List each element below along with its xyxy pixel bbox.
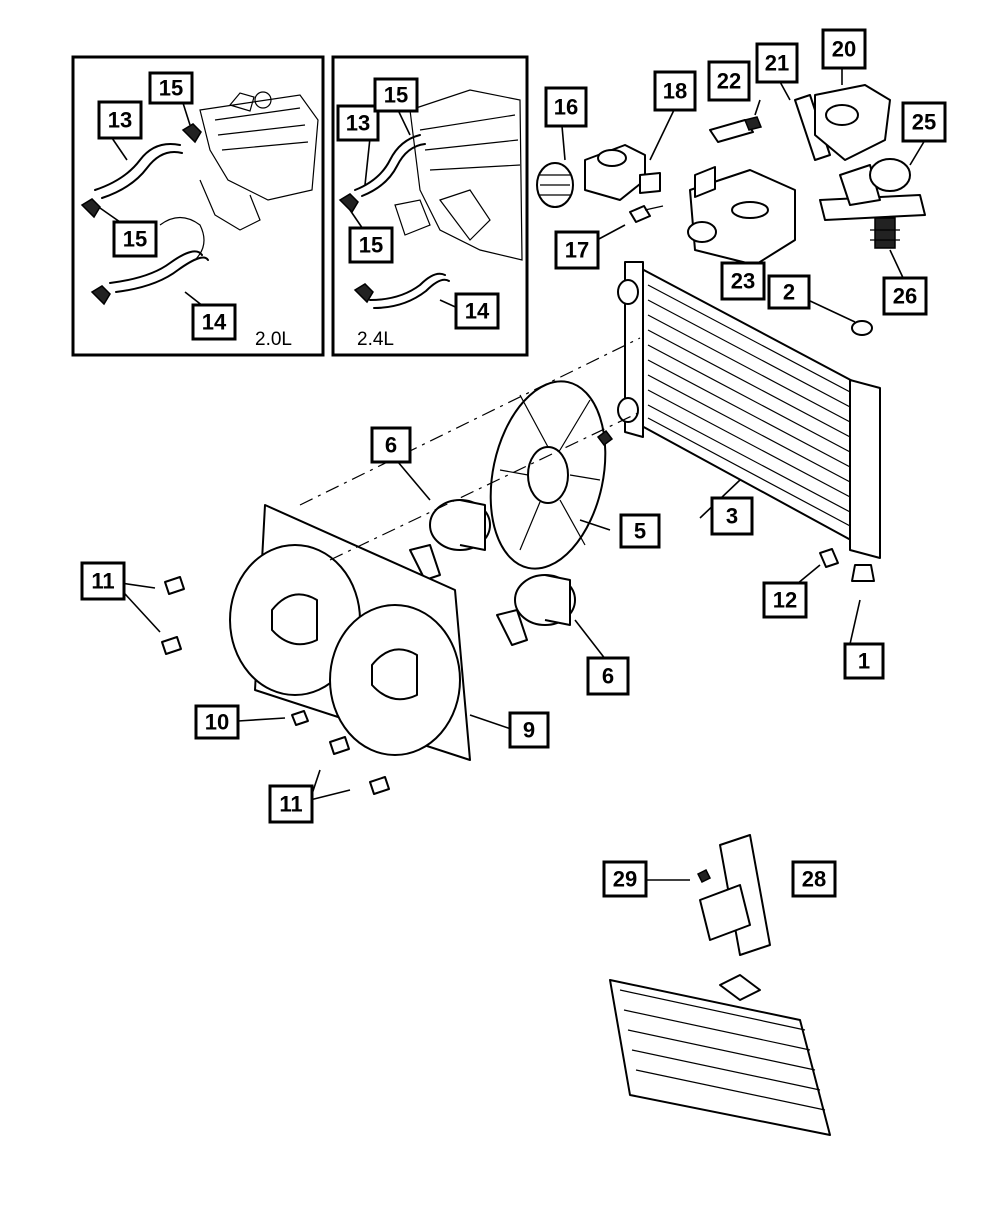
svg-text:23: 23 <box>731 269 755 294</box>
svg-text:17: 17 <box>565 238 589 263</box>
part-label-6: 6 <box>586 656 630 696</box>
svg-text:25: 25 <box>912 110 936 135</box>
part-label-13: 13 <box>97 100 143 140</box>
thermostat-housing-parts <box>536 84 926 336</box>
svg-text:13: 13 <box>346 111 370 136</box>
fan-assembly <box>409 380 614 646</box>
svg-text:15: 15 <box>123 227 147 252</box>
part-label-3: 3 <box>710 496 754 536</box>
part-label-18: 18 <box>653 70 697 112</box>
part-label-23: 23 <box>720 261 766 301</box>
svg-text:28: 28 <box>802 867 826 892</box>
inset-engine-label: 2.0L <box>255 329 292 350</box>
inset-2-0l: 2.0L <box>71 55 325 357</box>
inset-engine-label: 2.4L <box>357 329 394 350</box>
part-label-15: 15 <box>373 77 419 113</box>
svg-text:13: 13 <box>108 108 132 133</box>
part-label-15: 15 <box>148 71 194 105</box>
part-label-25: 25 <box>901 101 947 143</box>
svg-text:14: 14 <box>202 310 227 335</box>
part-label-16: 16 <box>544 86 588 128</box>
part-label-28: 28 <box>791 860 837 898</box>
part-label-17: 17 <box>554 230 600 270</box>
part-label-5: 5 <box>619 513 661 549</box>
svg-text:5: 5 <box>634 519 646 544</box>
part-label-20: 20 <box>821 28 867 70</box>
svg-text:11: 11 <box>91 569 114 594</box>
svg-text:6: 6 <box>602 664 614 689</box>
fan-shroud <box>161 504 471 795</box>
part-label-10: 10 <box>194 704 240 740</box>
svg-text:29: 29 <box>613 867 637 892</box>
svg-text:11: 11 <box>279 792 302 817</box>
part-label-15: 15 <box>112 220 158 258</box>
svg-text:1: 1 <box>858 649 870 674</box>
part-label-11: 11 <box>268 784 314 824</box>
svg-text:6: 6 <box>385 433 397 458</box>
part-label-11: 11 <box>80 561 126 601</box>
part-label-26: 26 <box>882 276 928 316</box>
part-label-12: 12 <box>762 581 808 619</box>
part-label-21: 21 <box>755 42 799 84</box>
part-label-29: 29 <box>602 860 648 898</box>
svg-text:21: 21 <box>765 51 789 76</box>
part-label-22: 22 <box>707 60 751 102</box>
svg-text:16: 16 <box>554 95 578 120</box>
svg-text:22: 22 <box>717 69 741 94</box>
svg-text:2: 2 <box>783 280 795 305</box>
part-label-14: 14 <box>191 303 237 341</box>
svg-text:20: 20 <box>832 37 856 62</box>
inset-2-4l: 2.4L <box>331 55 529 357</box>
svg-text:10: 10 <box>205 710 229 735</box>
svg-text:26: 26 <box>893 284 917 309</box>
part-label-14: 14 <box>454 292 500 330</box>
part-label-15: 15 <box>348 226 394 264</box>
part-label-2: 2 <box>767 274 811 310</box>
svg-text:9: 9 <box>523 718 535 743</box>
radiator-with-bracket <box>609 834 831 1136</box>
part-label-9: 9 <box>508 711 550 749</box>
svg-text:12: 12 <box>773 588 797 613</box>
svg-text:15: 15 <box>359 233 383 258</box>
svg-text:14: 14 <box>465 299 490 324</box>
svg-text:3: 3 <box>726 504 738 529</box>
svg-text:15: 15 <box>384 83 408 108</box>
svg-text:15: 15 <box>159 76 183 101</box>
part-label-1: 1 <box>843 642 885 680</box>
part-label-13: 13 <box>336 104 380 142</box>
radiator <box>617 261 881 582</box>
svg-text:18: 18 <box>663 79 687 104</box>
part-label-6: 6 <box>370 426 412 464</box>
